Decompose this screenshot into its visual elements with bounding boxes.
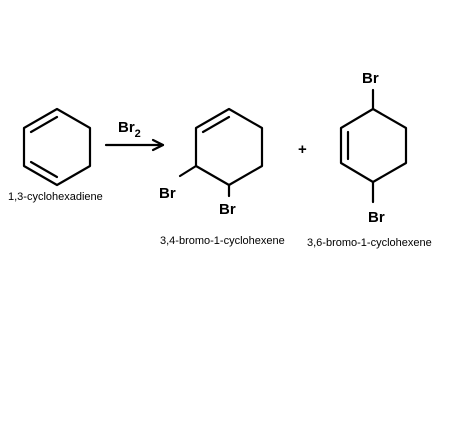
plus-sign: + bbox=[298, 141, 307, 158]
product-1-br-bond-1 bbox=[178, 164, 198, 178]
arrow-head bbox=[151, 138, 165, 152]
product-2-ring bbox=[339, 107, 408, 184]
reactant-double-bond-2 bbox=[29, 160, 59, 179]
product-1-name: 3,4-bromo-1-cyclohexene bbox=[160, 235, 285, 247]
product-1-bromine-1: Br bbox=[159, 185, 176, 202]
reactant-double-bond-1 bbox=[29, 115, 59, 134]
product-1-molecule bbox=[178, 107, 264, 198]
product-1-bromine-2: Br bbox=[219, 201, 236, 218]
reagent-subscript: 2 bbox=[135, 128, 141, 140]
product-2-name: 3,6-bromo-1-cyclohexene bbox=[307, 237, 432, 249]
reactant-molecule bbox=[22, 107, 92, 187]
reagent-element: Br bbox=[118, 119, 135, 136]
product-1-double-bond bbox=[201, 115, 231, 134]
reaction-arrow bbox=[104, 138, 165, 152]
product-2-bromine-top: Br bbox=[362, 70, 379, 87]
reactant-ring bbox=[22, 107, 92, 187]
product-1-ring bbox=[194, 107, 264, 187]
reactant-name: 1,3-cyclohexadiene bbox=[8, 191, 103, 203]
reagent-label: Br2 bbox=[118, 119, 141, 140]
product-2-bromine-bottom: Br bbox=[368, 209, 385, 226]
product-2-molecule bbox=[339, 88, 408, 204]
